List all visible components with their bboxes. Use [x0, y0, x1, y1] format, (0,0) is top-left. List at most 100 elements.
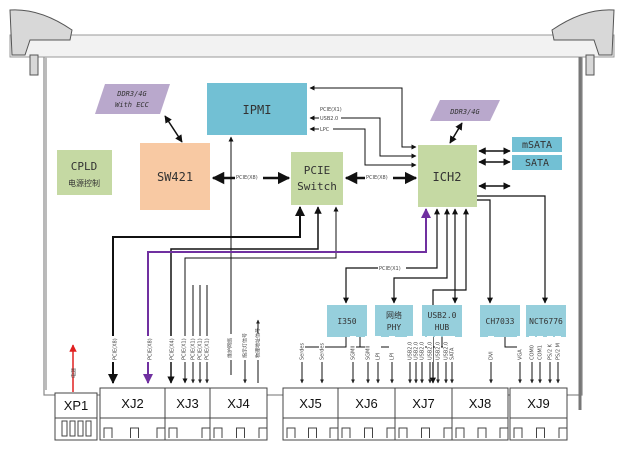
connector-label: XJ2 [121, 396, 143, 411]
bus-labels: PCIE(X1) USB2.0 LPC PCIE(X8) PCIE(X8) PC… [235, 106, 406, 272]
signal-label-bg [181, 336, 187, 362]
svg-text:DDR3/4G: DDR3/4G [449, 108, 480, 116]
connector-label: XP1 [64, 398, 89, 413]
connector-xj4: XJ4 [209, 387, 268, 441]
signal-label: VGA [518, 349, 524, 360]
signal-label-bg [169, 336, 175, 362]
signal-label-bg [555, 336, 561, 362]
signal-drop [320, 337, 347, 384]
signal-label: Serdes [300, 343, 306, 360]
signal-label-bg [204, 336, 210, 362]
signal-label-bg [413, 336, 419, 362]
signal-label: 指示灯信号 [242, 333, 249, 358]
signal-label-bg [350, 336, 356, 362]
ich2-block: ICH2 [418, 145, 477, 207]
signal-label-bg [255, 334, 261, 360]
nct6776-block: NCT6776 [526, 305, 566, 337]
signal-label: LPI [376, 353, 382, 360]
pcie-switch-block: PCIE Switch [291, 152, 343, 205]
signal-drop [359, 337, 370, 384]
sw421-block: SW421 [140, 143, 210, 210]
svg-text:PCIE(X8): PCIE(X8) [366, 175, 388, 181]
connections [69, 85, 560, 392]
signal-label: 物理地址信号 [255, 328, 262, 358]
svg-text:电源控制: 电源控制 [68, 178, 100, 188]
phy-link [391, 208, 450, 304]
svg-text:CPLD: CPLD [71, 160, 98, 173]
signal-label-bg [319, 336, 325, 362]
signal-label-bg [529, 336, 535, 362]
connector-label: XJ3 [176, 396, 198, 411]
signal-label: USB2.0 [414, 342, 420, 360]
signal-label: COM0 [530, 345, 536, 360]
signal-label-bg [407, 336, 413, 362]
connector-xj8: XJ8 [451, 387, 509, 441]
signal-label: PCIE(X1) [182, 338, 188, 360]
signal-label: SGMII [366, 346, 372, 360]
svg-text:SW421: SW421 [157, 170, 193, 184]
signal-label-bg [537, 336, 543, 362]
signal-label-bg [147, 336, 153, 362]
signal-label: LPI [390, 353, 396, 360]
connector-xj7: XJ7 [394, 387, 453, 441]
connector-xj5: XJ5 [282, 387, 339, 441]
signal-label-bg [435, 336, 441, 362]
ddr-block: DDR3/4G [430, 100, 500, 121]
svg-text:SATA: SATA [525, 158, 549, 169]
connector-label: XJ8 [469, 396, 491, 411]
connector-label: XJ6 [355, 396, 377, 411]
connector-xj3: XJ3 [164, 387, 211, 441]
ddr-ecc-link [164, 115, 183, 143]
signal-label: DVI [489, 351, 495, 360]
signal-label: PCIE(X8) [113, 338, 119, 360]
signal-label: PCIE(X1) [205, 338, 211, 360]
svg-text:IPMI: IPMI [243, 103, 272, 117]
left-handle-icon [9, 9, 73, 76]
signal-label-bg [443, 336, 449, 362]
signal-label-bg [427, 336, 433, 362]
signal-label-bg [389, 336, 395, 362]
ddr-ecc-block: DDR3/4G With ECC [95, 84, 170, 114]
svg-text:NCT6776: NCT6776 [529, 317, 563, 326]
signal-label: PCIE(X1) [191, 338, 197, 360]
signal-label: PCIE(X4) [170, 338, 176, 360]
signal-label-bg [227, 334, 233, 360]
svg-text:With ECC: With ECC [115, 101, 150, 109]
sata-block: SATA [512, 155, 562, 170]
svg-text:USB2.0: USB2.0 [428, 311, 457, 320]
signal-labels: PCIE(X8)PCIE(X8)PCIE(X4)PCIE(X1)PCIE(X1)… [71, 328, 562, 378]
i350-block: I350 [327, 305, 367, 337]
connector-label: XJ5 [299, 396, 321, 411]
ipmi-lpc-link [309, 126, 417, 168]
svg-text:I350: I350 [337, 317, 356, 326]
right-handle-icon [551, 9, 615, 76]
ddr-ich2-link [449, 122, 463, 144]
svg-text:PCIE: PCIE [304, 164, 331, 177]
signal-label: USB2.0 [428, 342, 434, 360]
svg-text:LPC: LPC [320, 127, 330, 133]
ch7033-link [477, 199, 493, 304]
ch7033-block: CH7033 [480, 305, 520, 337]
signal-label-bg [517, 336, 523, 362]
signal-label: PS/2 K [548, 343, 554, 360]
svg-text:HUB: HUB [435, 323, 450, 332]
svg-text:PCIE(X8): PCIE(X8) [236, 175, 258, 181]
connector-label: XJ4 [227, 396, 249, 411]
phy-block: 网络 PHY [375, 305, 413, 337]
svg-text:USB2.0: USB2.0 [320, 116, 338, 122]
signal-label-bg [449, 336, 455, 362]
signal-label-bg [375, 336, 381, 362]
signal-label-bg [242, 334, 248, 360]
connector-xj6: XJ6 [337, 387, 396, 441]
ipmi-usb-link [309, 115, 417, 159]
svg-text:mSATA: mSATA [522, 140, 552, 151]
i350-link [343, 208, 440, 304]
connector-label: XJ7 [412, 396, 434, 411]
signal-label: COM1 [538, 345, 544, 360]
signal-label-bg [190, 336, 196, 362]
signal-label: SGMII [351, 346, 357, 360]
msata-block: mSATA [512, 137, 562, 152]
signal-label: Serdes [320, 343, 326, 360]
